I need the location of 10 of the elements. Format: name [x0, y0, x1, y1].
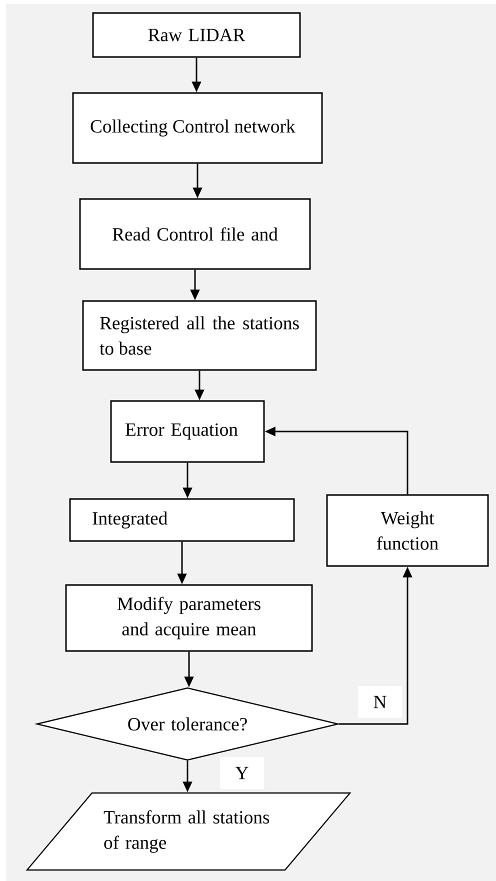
- edge-label: Y: [220, 757, 264, 789]
- process-box: Collecting Control network: [72, 92, 323, 164]
- process-box: Error Equation: [110, 400, 265, 463]
- process-box: Registered all the stations to base: [82, 300, 317, 371]
- process-box: Integrated: [69, 498, 295, 542]
- edge-label: N: [358, 686, 402, 718]
- process-box: Modify parameters and acquire mean: [65, 584, 313, 652]
- process-box: Read Control file and: [79, 198, 311, 270]
- process-box: Raw LIDAR: [92, 12, 301, 58]
- process-box: Weight function: [326, 494, 489, 567]
